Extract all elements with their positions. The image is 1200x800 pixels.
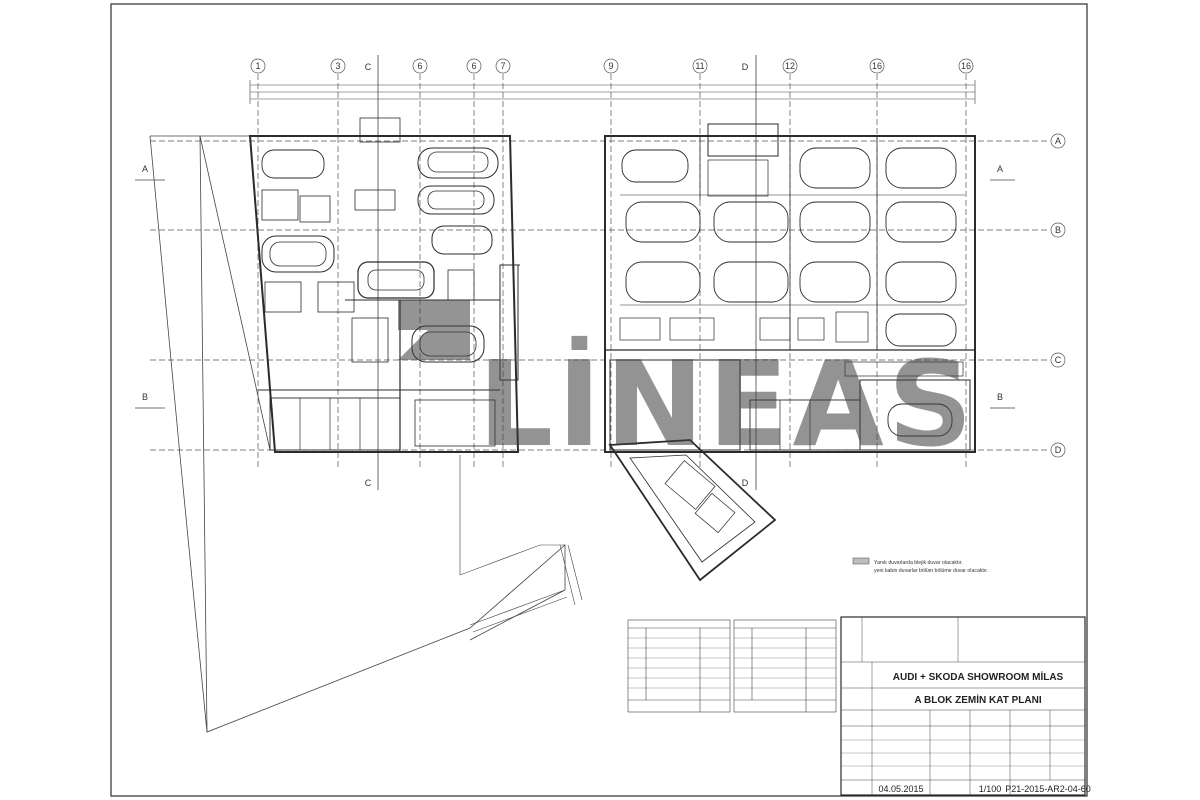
section-label: A xyxy=(142,164,148,174)
note-line-2: yeni kabin duvarlar bölüm bölüme duvar o… xyxy=(874,568,988,574)
grid-col-label: 11 xyxy=(695,61,704,71)
right-building xyxy=(604,123,976,453)
legend-note: Yanık duvarlarda blejik duvar olacaktır.… xyxy=(852,557,988,574)
dimension-lines xyxy=(249,80,976,104)
grid-col-label: 16 xyxy=(961,61,971,71)
watermark: LİNEAS xyxy=(398,300,977,473)
grid-row-label: B xyxy=(1055,225,1061,235)
sheet-border xyxy=(110,3,1088,797)
grid-col-label: 6 xyxy=(471,61,476,71)
grid-col-label: 16 xyxy=(872,61,882,71)
angled-wing xyxy=(608,439,777,582)
grid-col-label: 1 xyxy=(255,61,260,71)
section-label: B xyxy=(997,392,1003,402)
watermark-text: LİNEAS xyxy=(478,335,977,473)
grid-column-labels: 1 3 6 6 7 9 11 12 16 16 xyxy=(255,61,971,71)
section-label: A xyxy=(997,164,1003,174)
grid-row-label: C xyxy=(1055,355,1062,365)
ramp xyxy=(459,455,583,633)
area-tables xyxy=(627,619,837,713)
grid-row-label: A xyxy=(1055,136,1061,146)
section-label: D xyxy=(742,62,749,72)
project-title: AUDI + SKODA SHOWROOM MİLAS xyxy=(893,670,1064,683)
grid-col-label: 12 xyxy=(785,61,795,71)
grid-col-label: 3 xyxy=(335,61,340,71)
grid-row-labels: A B C D xyxy=(1055,136,1062,455)
section-label: C xyxy=(365,62,372,72)
drawing-title: A BLOK ZEMİN KAT PLANI xyxy=(914,693,1041,706)
left-building xyxy=(248,117,520,453)
grid-col-label: 7 xyxy=(500,61,505,71)
drawing-scale: 1/100 xyxy=(979,784,1002,794)
title-block: AUDI + SKODA SHOWROOM MİLAS A BLOK ZEMİN… xyxy=(840,616,1091,796)
grid-row-label: D xyxy=(1055,445,1062,455)
section-label: D xyxy=(742,478,749,488)
drawing-number: P21-2015-AR2-04-60 xyxy=(1005,784,1091,794)
drawing-date: 04.05.2015 xyxy=(878,784,923,794)
section-label: C xyxy=(365,478,372,488)
grid-col-label: 6 xyxy=(417,61,422,71)
section-lines xyxy=(135,55,1015,490)
grid-col-label: 9 xyxy=(608,61,613,71)
note-line-1: Yanık duvarlarda blejik duvar olacaktır. xyxy=(874,560,963,566)
section-markers: C C D D A B A B xyxy=(142,62,1003,488)
section-label: B xyxy=(142,392,148,402)
